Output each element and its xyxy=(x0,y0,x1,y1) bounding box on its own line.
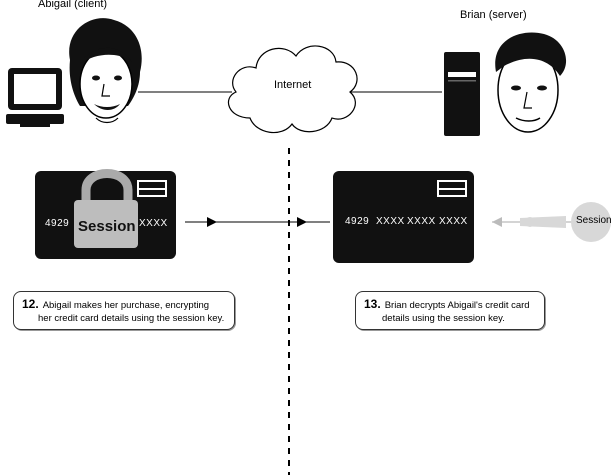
step-text-line1: Brian decrypts Abigail's credit card xyxy=(384,300,530,311)
server-credit-card: 4929 XXXX XXXX XXXX xyxy=(333,171,474,263)
card-number-masked-2: XXXX xyxy=(407,216,436,227)
arrowhead-icon xyxy=(207,217,217,227)
step-text-line2: her credit card details using the sessio… xyxy=(38,313,225,324)
computer-icon xyxy=(6,68,64,127)
internet-cloud-icon xyxy=(227,45,358,134)
step-12-box: 12.Abigail makes her purchase, encryptin… xyxy=(13,291,235,330)
card-number-masked: XXXX xyxy=(139,218,168,229)
card-number-visible: 4929 xyxy=(345,216,370,227)
step-text-line1: Abigail makes her purchase, encrypting xyxy=(42,300,210,311)
brian-avatar xyxy=(495,32,567,133)
step-number: 12. xyxy=(22,297,39,311)
client-label: Abigail (client) xyxy=(38,0,108,10)
arrowhead-icon xyxy=(297,217,307,227)
key-arrowhead-icon xyxy=(492,217,502,227)
step-number: 13. xyxy=(364,297,381,311)
card-number-masked-1: XXXX xyxy=(376,216,405,227)
padlock-label: Session xyxy=(78,218,136,235)
card-number-visible: 4929 xyxy=(45,218,70,229)
key-icon xyxy=(520,202,611,242)
card-chip-icon xyxy=(137,180,167,197)
internet-label: Internet xyxy=(274,79,312,91)
step-text-line2: details using the session key. xyxy=(382,313,505,324)
abigail-avatar xyxy=(69,18,142,124)
server-icon xyxy=(444,52,480,136)
server-label: Brian (server) xyxy=(460,9,527,21)
step-13-box: 13.Brian decrypts Abigail's credit card … xyxy=(355,291,545,330)
key-label: Session xyxy=(576,215,612,226)
card-chip-icon xyxy=(437,180,467,197)
client-credit-card: 4929 XXXX xyxy=(35,171,176,259)
card-number-masked-3: XXXX xyxy=(439,216,468,227)
